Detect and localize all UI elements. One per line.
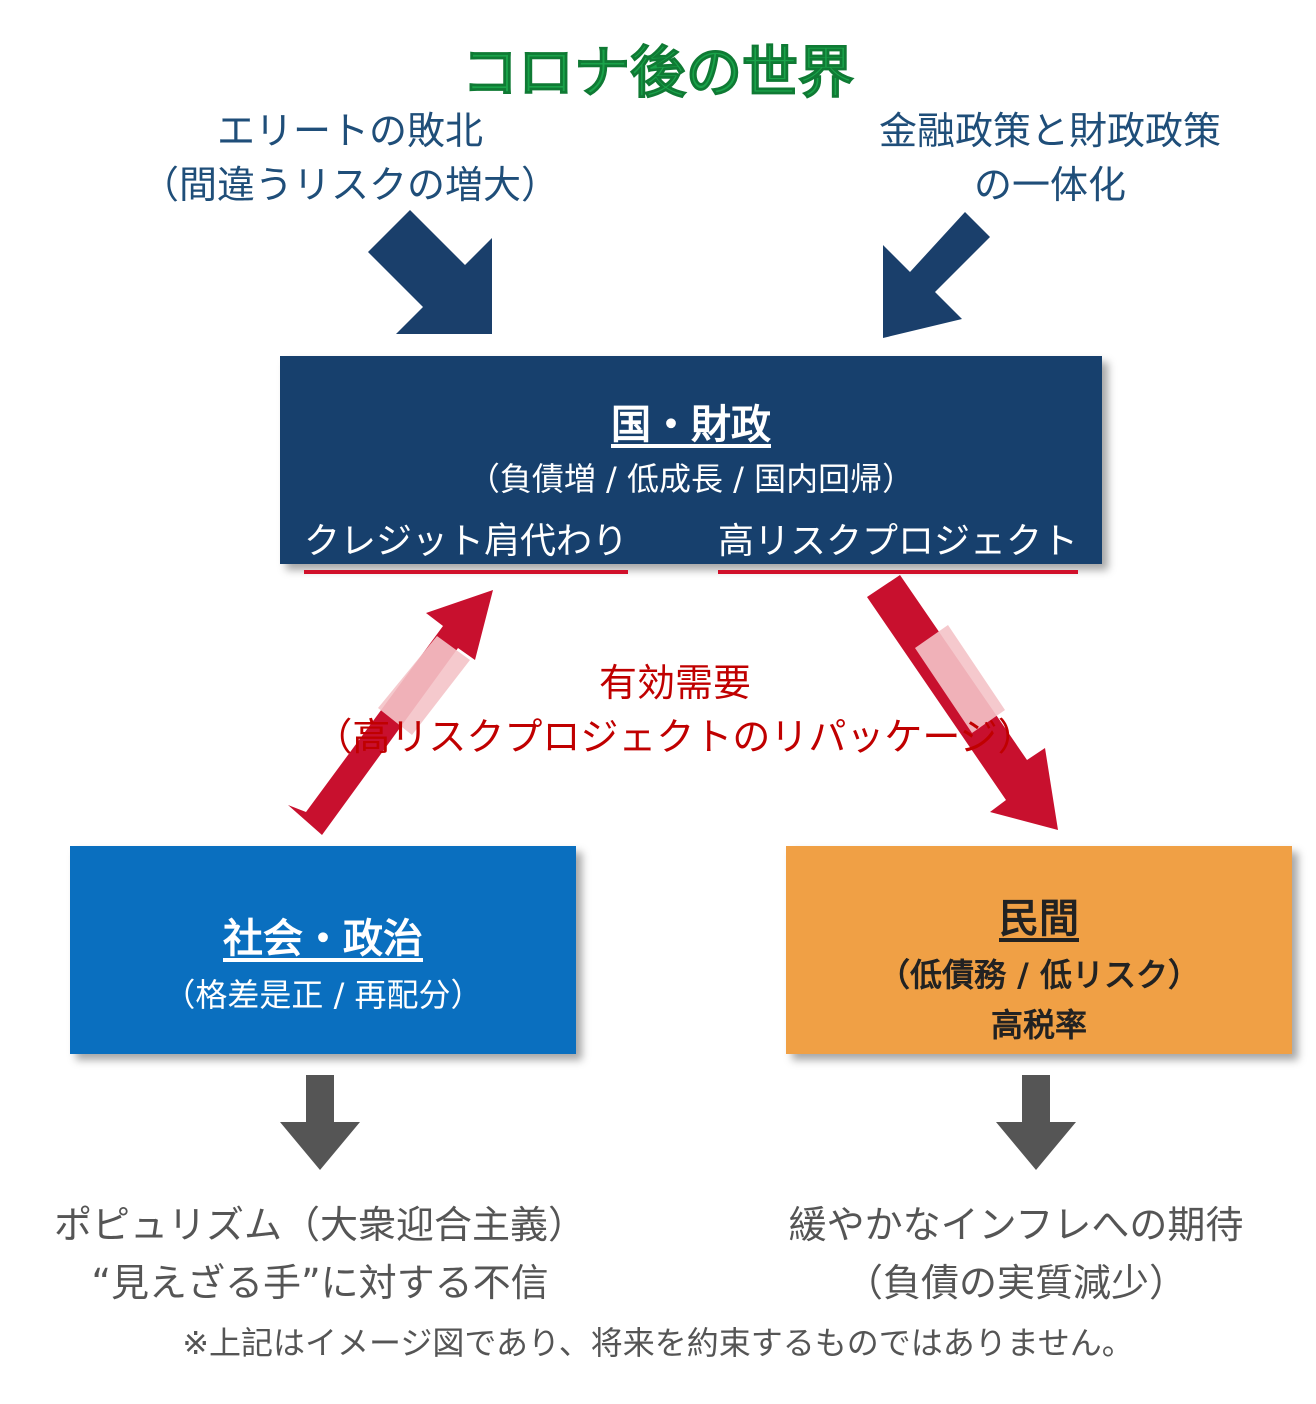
disclaimer: ※上記はイメージ図であり、将来を約束するものではありません。 <box>182 1324 1134 1362</box>
top-left-note: エリートの敗北 （間違うリスクの増大） <box>100 104 600 212</box>
state-box-item-highrisk: 高リスクプロジェクト <box>717 512 1078 574</box>
top-right-line2: の一体化 <box>973 163 1126 207</box>
state-finance-box: 国・財政 （負債増 / 低成長 / 国内回帰） クレジット肩代わり 高リスクプロ… <box>280 356 1102 574</box>
top-right-note: 金融政策と財政政策 の一体化 <box>800 104 1300 212</box>
top-left-line2: （間違うリスクの増大） <box>140 163 559 207</box>
arrow-state-to-private <box>867 575 1058 830</box>
social-box-subtitle: （格差是正 / 再配分） <box>163 976 483 1014</box>
arrow-social-down <box>280 1075 360 1170</box>
top-right-line1: 金融政策と財政政策 <box>878 109 1221 153</box>
arrow-social-to-state <box>288 590 493 835</box>
bottom-left-line2: “見えざる手”に対する不信 <box>91 1261 549 1305</box>
bottom-left-note: ポピュリズム（大衆迎合主義） “見えざる手”に対する不信 <box>0 1196 640 1312</box>
private-box-subtitle: （低債務 / 低リスク） <box>878 956 1200 994</box>
society-politics-box: 社会・政治 （格差是正 / 再配分） <box>70 846 576 1054</box>
bottom-left-line1: ポピュリズム（大衆迎合主義） <box>53 1203 586 1247</box>
private-box-line3: 高税率 <box>990 1006 1087 1044</box>
page-title: コロナ後の世界 <box>462 41 855 107</box>
state-box-item-credit: クレジット肩代わり <box>304 512 629 574</box>
state-box-items: クレジット肩代わり 高リスクプロジェクト <box>304 512 1078 574</box>
social-box-title: 社会・政治 <box>223 916 423 962</box>
bottom-right-line2: （負債の実質減少） <box>844 1261 1187 1305</box>
bottom-right-line1: 緩やかなインフレへの期待 <box>788 1203 1244 1247</box>
arrow-top-right <box>883 212 990 338</box>
bottom-right-note: 緩やかなインフレへの期待 （負債の実質減少） <box>716 1196 1316 1312</box>
state-box-title: 国・財政 <box>611 402 771 448</box>
private-sector-box: 民間 （低債務 / 低リスク） 高税率 <box>786 846 1292 1054</box>
state-box-subtitle: （負債増 / 低成長 / 国内回帰） <box>467 460 915 498</box>
private-box-title: 民間 <box>999 896 1079 942</box>
effective-demand-line2: （高リスクプロジェクトのリパッケージ） <box>314 715 1036 759</box>
arrow-private-down <box>996 1075 1076 1170</box>
top-left-line1: エリートの敗北 <box>216 109 483 153</box>
effective-demand-line1: 有効需要 <box>598 661 751 705</box>
effective-demand-note: 有効需要 （高リスクプロジェクトのリパッケージ） <box>280 656 1070 764</box>
arrow-top-left <box>368 210 492 334</box>
